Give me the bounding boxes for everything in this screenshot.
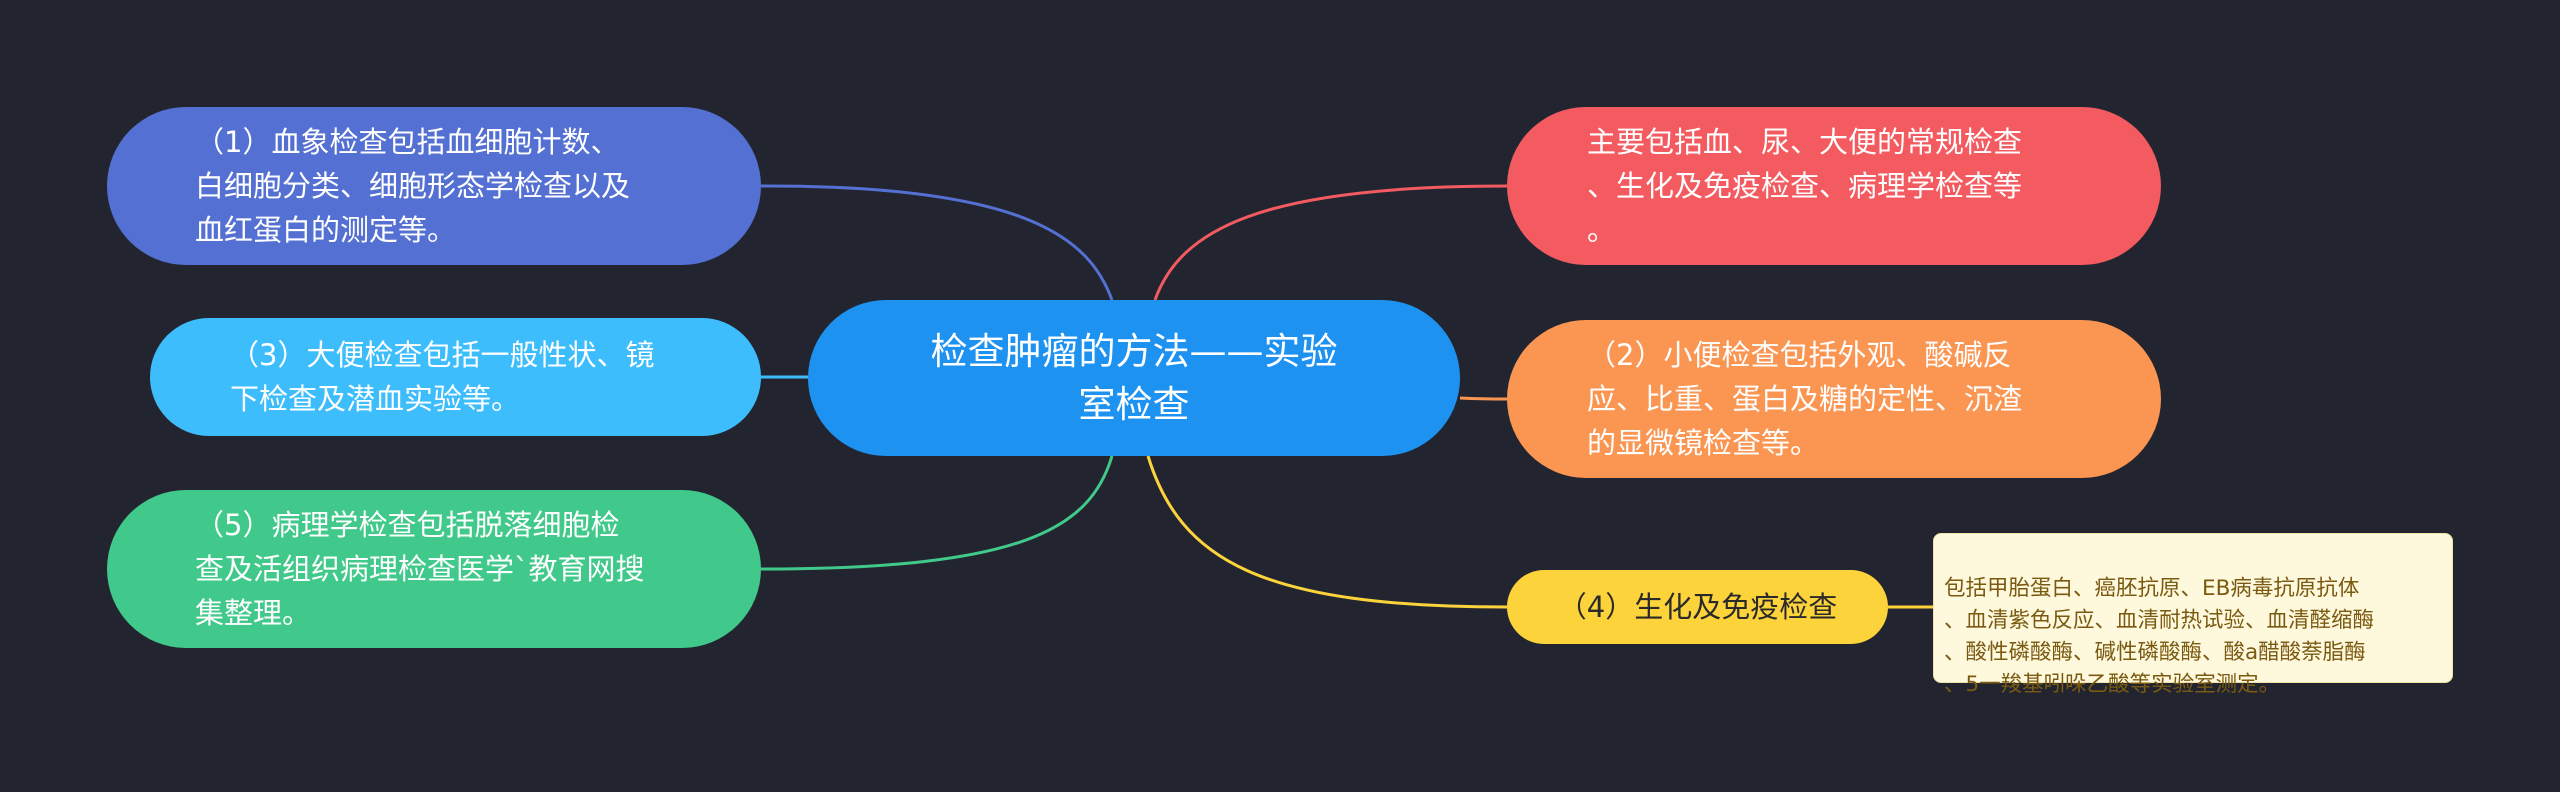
topic-pathology-test[interactable]: （5）病理学检查包括脱落细胞检 查及活组织病理检查医学`教育网搜 集整理。 (107, 490, 761, 648)
topic-label: （2）小便检查包括外观、酸碱反 应、比重、蛋白及糖的定性、沉渣 的显微镜检查等。 (1587, 338, 2023, 460)
root-topic-label: 检查肿瘤的方法——实验 室检查 (930, 330, 1338, 426)
topic-stool-test[interactable]: （3）大便检查包括一般性状、镜 下检查及潜血实验等。 (150, 318, 761, 436)
topic-label: （1）血象检查包括血细胞计数、 白细胞分类、细胞形态学检查以及 血红蛋白的测定等… (195, 125, 631, 247)
link-root-n5 (760, 455, 1114, 571)
topic-label: （3）大便检查包括一般性状、镜 下检查及潜血实验等。 (230, 338, 655, 416)
note-biochem-details[interactable]: 包括甲胎蛋白、癌胚抗原、EB病毒抗原抗体 、血清紫色反应、血清耐热试验、血清醛缩… (1933, 533, 2453, 697)
root-topic[interactable]: 检查肿瘤的方法——实验 室检查 (808, 300, 1460, 456)
topic-biochem-immune-test[interactable]: （4）生化及免疫检查 (1507, 570, 1888, 644)
topic-urine-test[interactable]: （2）小便检查包括外观、酸碱反 应、比重、蛋白及糖的定性、沉渣 的显微镜检查等。 (1507, 320, 2161, 478)
topic-blood-test[interactable]: （1）血象检查包括血细胞计数、 白细胞分类、细胞形态学检查以及 血红蛋白的测定等… (107, 107, 761, 265)
link-root-r4 (1146, 455, 1508, 609)
link-root-n1 (760, 184, 1114, 301)
topic-label: （5）病理学检查包括脱落细胞检 查及活组织病理检查医学`教育网搜 集整理。 (195, 508, 645, 630)
topic-label: 主要包括血、尿、大便的常规检查 、生化及免疫检查、病理学检查等 。 (1587, 125, 2023, 247)
topic-label: （4）生化及免疫检查 (1557, 590, 1838, 624)
topic-overview[interactable]: 主要包括血、尿、大便的常规检查 、生化及免疫检查、病理学检查等 。 (1507, 107, 2161, 265)
link-root-r1 (1153, 184, 1508, 301)
note-label: 包括甲胎蛋白、癌胚抗原、EB病毒抗原抗体 、血清紫色反应、血清耐热试验、血清醛缩… (1944, 576, 2375, 697)
link-root-r2 (1459, 396, 1508, 401)
